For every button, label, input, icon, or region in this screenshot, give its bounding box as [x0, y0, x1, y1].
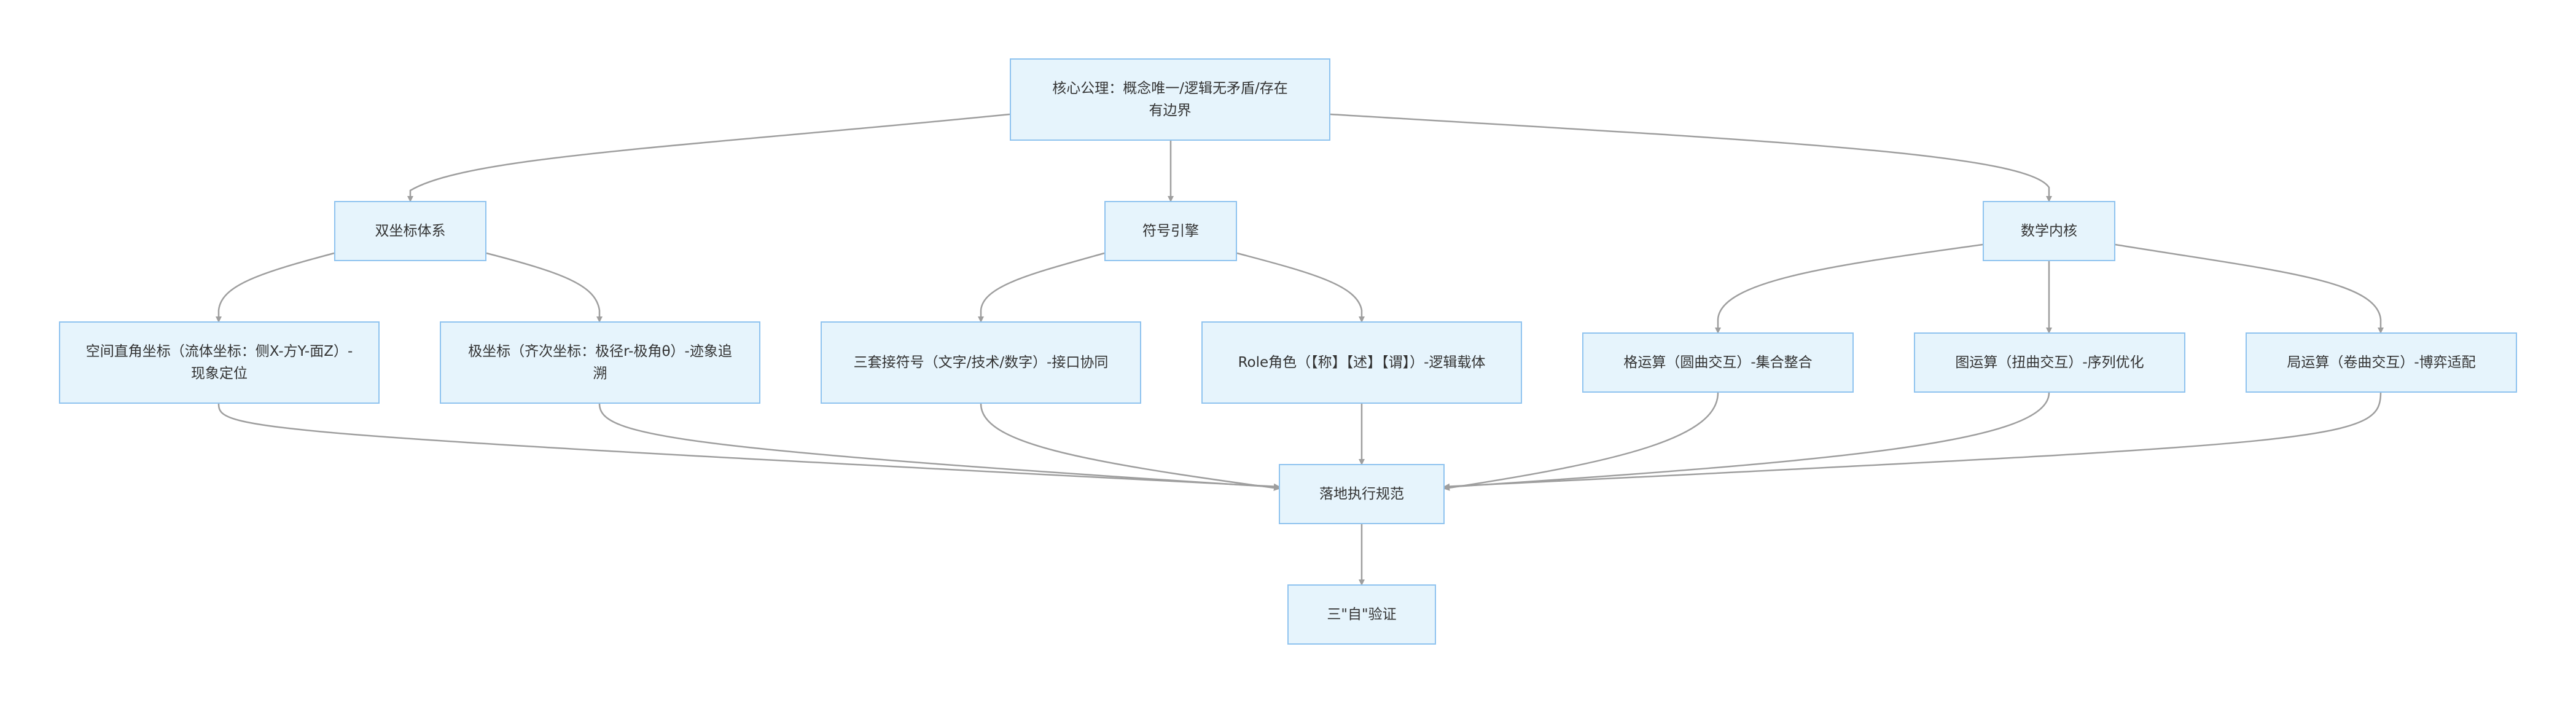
node-axiom-label: 核心公理：概念唯一/逻辑无矛盾/存在有边界 [1052, 81, 1288, 119]
edge-symbol-engine-to-role [1236, 252, 1365, 323]
edge-cartesian-to-execution [217, 403, 1280, 490]
edge-symbol-engine-to-triple-symbol [978, 252, 1105, 323]
node-math-kernel: 数学内核 [1983, 201, 2115, 261]
node-graph-op-label: 图运算（扭曲交互）-序列优化 [1955, 355, 2144, 371]
node-execution-label: 落地执行规范 [1319, 486, 1404, 502]
edge-game-op-to-execution [1443, 392, 2382, 490]
edge-triple-symbol-to-execution [980, 403, 1280, 491]
node-graph-op: 图运算（扭曲交互）-序列优化 [1914, 332, 2185, 393]
node-triple-symbol-label: 三套接符号（文字/技术/数字）-接口协同 [853, 355, 1109, 371]
edge-math-kernel-to-lattice-op [1715, 243, 1983, 334]
edge-lattice-op-to-execution [1443, 392, 1719, 491]
edge-axiom-to-dual-coord [407, 113, 1010, 202]
node-lattice-op-label: 格运算（圆曲交互）-集合整合 [1623, 355, 1813, 371]
node-symbol-engine: 符号引擎 [1104, 201, 1237, 261]
node-verification: 三"自"验证 [1287, 584, 1436, 645]
node-dual-coord: 双坐标体系 [334, 201, 486, 261]
node-execution: 落地执行规范 [1279, 464, 1445, 524]
node-role: Role角色（【称】【述】【谓】）-逻辑载体 [1201, 321, 1522, 404]
edge-dual-coord-to-polar [486, 252, 603, 323]
node-triple-symbol: 三套接符号（文字/技术/数字）-接口协同 [821, 321, 1141, 404]
edge-polar-to-execution [598, 403, 1280, 490]
node-symbol-engine-label: 符号引擎 [1142, 223, 1199, 239]
node-role-label: Role角色（【称】【述】【谓】）-逻辑载体 [1238, 355, 1486, 371]
edge-dual-coord-to-cartesian [216, 252, 335, 323]
node-game-op: 局运算（卷曲交互）-博弈适配 [2246, 332, 2517, 393]
node-lattice-op: 格运算（圆曲交互）-集合整合 [1582, 332, 1854, 393]
edge-math-kernel-to-game-op [2115, 243, 2384, 334]
node-verification-label: 三"自"验证 [1327, 607, 1397, 622]
node-dual-coord-label: 双坐标体系 [375, 223, 446, 239]
node-cartesian-label: 空间直角坐标（流体坐标：侧X-方Y-面Z）-现象定位 [85, 344, 353, 382]
node-axiom: 核心公理：概念唯一/逻辑无矛盾/存在有边界 [1010, 58, 1330, 141]
node-polar-label: 极坐标（齐次坐标：极径r-极角θ）-迹象追溯 [468, 344, 732, 382]
node-polar: 极坐标（齐次坐标：极径r-极角θ）-迹象追溯 [440, 321, 760, 404]
node-cartesian: 空间直角坐标（流体坐标：侧X-方Y-面Z）-现象定位 [59, 321, 380, 404]
edge-axiom-to-math-kernel [1330, 113, 2052, 202]
edge-graph-op-to-execution [1443, 392, 2050, 490]
node-game-op-label: 局运算（卷曲交互）-博弈适配 [2287, 355, 2476, 371]
node-math-kernel-label: 数学内核 [2021, 223, 2077, 239]
